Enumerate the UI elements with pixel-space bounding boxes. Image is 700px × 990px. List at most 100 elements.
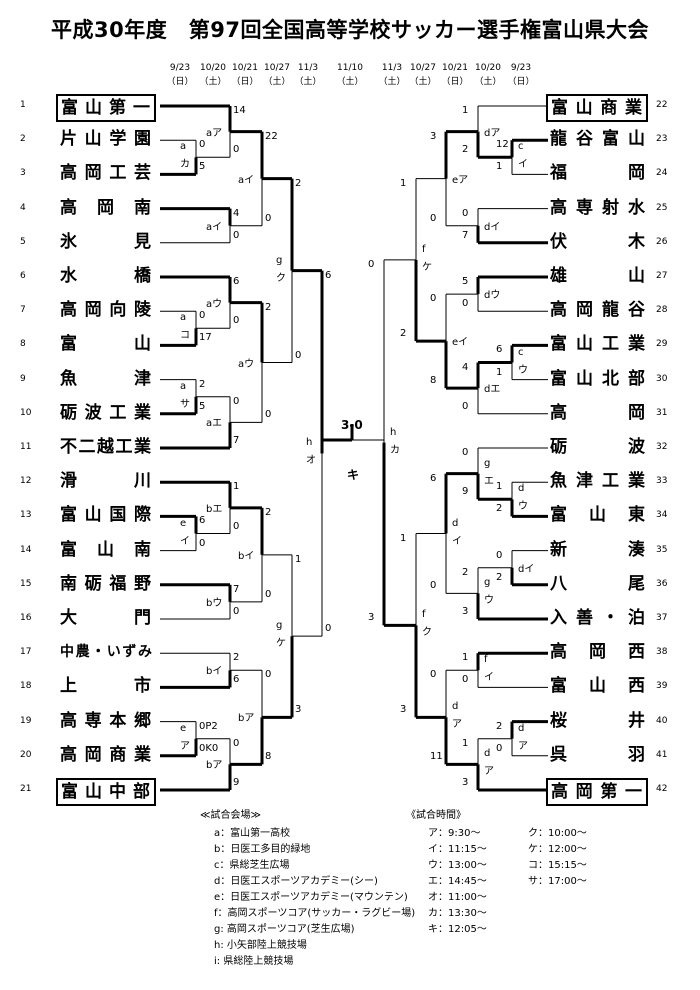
team-name: 大門 xyxy=(60,608,152,628)
venue-label: g xyxy=(276,620,283,632)
venue-h: h: 小矢部陸上競技場 xyxy=(214,940,307,951)
score: 0 xyxy=(233,229,240,241)
score: 0 xyxy=(265,212,272,224)
score: 1 xyxy=(295,553,302,565)
venue-label: h xyxy=(390,426,397,438)
score: 8 xyxy=(265,751,272,763)
score: 2 xyxy=(496,503,503,515)
team-name: 砺波 xyxy=(550,437,646,457)
score: 5 xyxy=(199,161,206,173)
team-number: 3 xyxy=(20,168,26,179)
time-sa: サ：17:00～ xyxy=(528,876,587,887)
score: 0 xyxy=(496,742,503,754)
score: 2 xyxy=(265,301,272,313)
team-name: 高専本郷 xyxy=(60,710,152,731)
venue-label: d xyxy=(452,517,459,529)
team-number: 20 xyxy=(20,749,32,760)
time-label: コ xyxy=(180,330,190,342)
time-label: ウ xyxy=(518,364,528,376)
venue-a: a：富山第一高校 xyxy=(214,828,291,839)
team-name: 高専射水 xyxy=(550,197,646,218)
score: 0 xyxy=(325,623,332,635)
venue-label: g xyxy=(484,577,491,589)
team-name: 高岡第一 xyxy=(546,778,648,806)
venue-time-label: bエ xyxy=(206,503,223,515)
score: 0 xyxy=(233,144,240,156)
team-name: 富山国際 xyxy=(60,505,152,526)
round-day: （日） xyxy=(507,77,535,87)
page-title: 平成30年度 第97回全国高等学校サッカー選手権富山県大会 xyxy=(51,18,649,42)
team-name: 龍谷富山 xyxy=(550,129,646,150)
score: 2 xyxy=(295,177,302,189)
score: 17 xyxy=(199,332,212,344)
round-day: （土） xyxy=(294,77,322,87)
round-date: 9/23 xyxy=(510,63,532,73)
time-label: ウ xyxy=(518,501,528,513)
score: 0 xyxy=(265,669,272,681)
time-i: イ：11:15～ xyxy=(428,844,487,855)
team-number: 7 xyxy=(20,305,26,316)
venue-label: g xyxy=(276,254,283,266)
times-title: 《試合時間》 xyxy=(406,810,466,821)
venue-c: c：県総芝生広場 xyxy=(214,860,290,871)
score: 0 xyxy=(295,349,302,361)
venue-label: e xyxy=(180,517,187,529)
venue-time-label: bイ xyxy=(206,666,223,678)
round-date: 11/3 xyxy=(297,63,319,73)
time-u: ウ：13:00～ xyxy=(428,860,487,871)
round-day: （日） xyxy=(441,77,469,87)
team-name: 水橋 xyxy=(60,266,152,286)
venue-label: c xyxy=(518,346,524,358)
team-name: 福岡 xyxy=(550,163,646,184)
team-number: 27 xyxy=(656,271,668,281)
venue-time-label: eイ xyxy=(452,337,469,349)
team-number: 12 xyxy=(20,476,32,487)
venue-time-label: dエ xyxy=(484,384,501,396)
score: 0K0 xyxy=(199,742,219,754)
venue-label: g xyxy=(484,457,491,469)
venue-time-label: eア xyxy=(452,174,469,186)
round-date: 10/20 xyxy=(475,63,501,73)
venue-label: e xyxy=(180,722,187,734)
score: 2 xyxy=(233,652,240,664)
team-number: 6 xyxy=(20,271,26,281)
team-name: 中農・いずみ xyxy=(60,644,152,661)
team-name: 高岡龍谷 xyxy=(550,300,646,321)
team-name: 高岡南 xyxy=(60,197,152,218)
round-day: （日） xyxy=(166,77,194,87)
time-label: ア xyxy=(180,740,190,752)
score: 22 xyxy=(265,130,278,142)
score: 4 xyxy=(462,361,469,373)
team-number: 31 xyxy=(656,407,668,418)
team-number: 37 xyxy=(656,613,668,623)
venue-label: c xyxy=(518,141,524,153)
venue-time-label: bア xyxy=(238,713,255,725)
team-name: 呉羽 xyxy=(550,744,646,765)
final-score: 3-0 xyxy=(341,418,363,432)
team-name: 砺波工業 xyxy=(60,402,152,423)
round-date: 10/20 xyxy=(200,63,226,73)
score: 2 xyxy=(400,328,407,340)
score: 0 xyxy=(430,212,437,224)
score: 7 xyxy=(462,229,469,241)
score: 2 xyxy=(265,506,272,518)
time-label: カ xyxy=(390,444,400,456)
venue-time-label: aイ xyxy=(206,221,223,233)
score: 11 xyxy=(430,751,443,763)
final-date: 11/10 xyxy=(337,63,363,73)
team-number: 16 xyxy=(20,613,32,623)
venue-time-label: aエ xyxy=(206,418,223,430)
score: 0 xyxy=(233,520,240,532)
team-name: 富山西 xyxy=(550,676,646,697)
team-name: 高岡西 xyxy=(550,642,646,663)
round-day: （日） xyxy=(231,77,259,87)
venue-d: d：日医工スポーツアカデミー(シー) xyxy=(214,876,378,887)
score: 0 xyxy=(265,588,272,600)
venue-label: d xyxy=(518,483,525,495)
score: 12 xyxy=(496,139,509,151)
team-number: 4 xyxy=(20,202,26,213)
score: 3 xyxy=(462,606,469,617)
score: 7 xyxy=(233,435,240,446)
team-number: 41 xyxy=(656,749,668,760)
time-a: ア：9:30～ xyxy=(428,828,481,839)
